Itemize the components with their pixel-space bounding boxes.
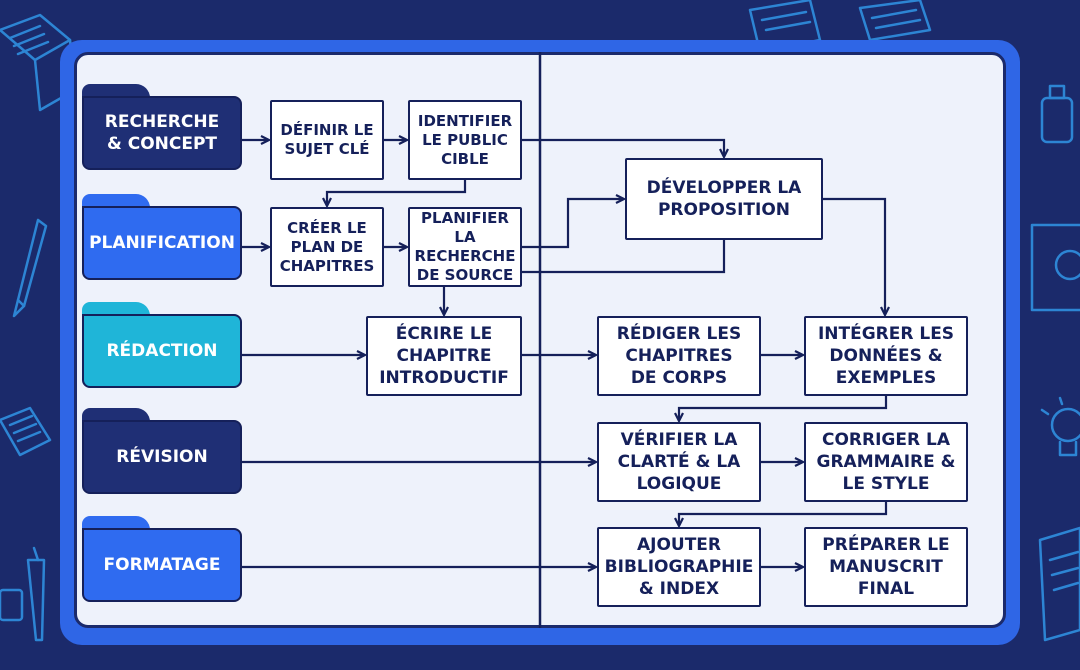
node-verifier-clarte[interactable]: VÉRIFIER LA CLARTÉ & LA LOGIQUE [597, 422, 761, 502]
edge-developper-to-ecrire [444, 240, 726, 314]
lane-label: RÉVISION [82, 420, 242, 494]
lightbulb-icon [1040, 396, 1080, 457]
notes-icon [0, 406, 52, 457]
edge-planifier-to-developper [522, 199, 623, 249]
edge-corriger-to-ajouter [679, 502, 888, 525]
node-rediger-chapitres[interactable]: RÉDIGER LES CHAPITRES DE CORPS [597, 316, 761, 396]
edge-integrer-to-verifier [679, 396, 888, 420]
lane-label: FORMATAGE [82, 528, 242, 602]
node-integrer-donnees[interactable]: INTÉGRER LES DONNÉES & EXEMPLES [804, 316, 968, 396]
node-developper-proposition[interactable]: DÉVELOPPER LA PROPOSITION [625, 158, 823, 240]
lane-label: RECHERCHE & CONCEPT [82, 96, 242, 170]
lane-redaction[interactable]: RÉDACTION [82, 302, 242, 388]
node-planifier-recherche[interactable]: PLANIFIER LA RECHERCHE DE SOURCE [408, 207, 522, 287]
lane-planification[interactable]: PLANIFICATION [82, 194, 242, 280]
node-definir-sujet[interactable]: DÉFINIR LE SUJET CLÉ [270, 100, 384, 180]
ink-bottle-icon [1040, 84, 1074, 144]
node-corriger-grammaire[interactable]: CORRIGER LA GRAMMAIRE & LE STYLE [804, 422, 968, 502]
node-creer-plan[interactable]: CRÉER LE PLAN DE CHAPITRES [270, 207, 384, 287]
edge-developper-to-integrer [823, 197, 885, 314]
edge-identifier-to-developper [522, 138, 724, 156]
lane-revision[interactable]: RÉVISION [82, 408, 242, 494]
node-identifier-public[interactable]: IDENTIFIER LE PUBLIC CIBLE [408, 100, 522, 180]
edge-identifier-to-creer [327, 180, 467, 205]
node-ajouter-bibliographie[interactable]: AJOUTER BIBLIOGRAPHIE & INDEX [597, 527, 761, 607]
pen-icon [12, 218, 48, 318]
notebook-icon [1038, 526, 1080, 642]
lane-recherche[interactable]: RECHERCHE & CONCEPT [82, 84, 242, 170]
node-preparer-manuscrit[interactable]: PRÉPARER LE MANUSCRIT FINAL [804, 527, 968, 607]
lane-label: RÉDACTION [82, 314, 242, 388]
lane-label: PLANIFICATION [82, 206, 242, 280]
picture-frame-icon [1030, 223, 1080, 312]
lane-formatage[interactable]: FORMATAGE [82, 516, 242, 602]
ink-pen-icon [0, 546, 46, 642]
node-ecrire-introduction[interactable]: ÉCRIRE LE CHAPITRE INTRODUCTIF [366, 316, 522, 396]
